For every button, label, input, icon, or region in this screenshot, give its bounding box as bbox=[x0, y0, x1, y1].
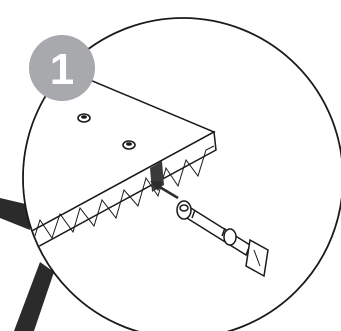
screw-hole bbox=[81, 115, 87, 119]
step-badge: 1 bbox=[29, 35, 95, 101]
step-number: 1 bbox=[50, 45, 74, 94]
screw-hole bbox=[126, 142, 132, 146]
